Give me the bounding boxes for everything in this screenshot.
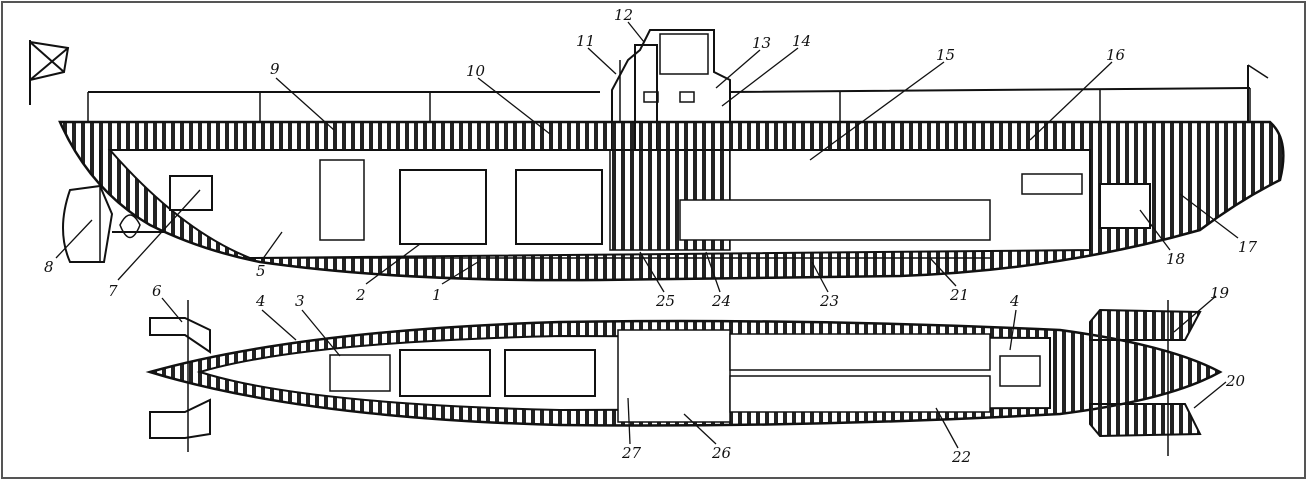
superstructure xyxy=(87,88,1251,122)
callout-4-stern: 4 xyxy=(255,292,266,310)
callout-19: 19 xyxy=(1210,284,1230,302)
callout-27: 27 xyxy=(621,444,642,462)
callout-16: 16 xyxy=(1106,46,1126,64)
side-view xyxy=(29,29,1285,282)
callout-12: 12 xyxy=(614,6,633,24)
plan-view xyxy=(145,300,1223,456)
bow-planes xyxy=(1089,308,1202,438)
callout-1: 1 xyxy=(432,286,442,304)
stern-planes xyxy=(149,317,211,439)
callout-9: 9 xyxy=(270,60,280,78)
leader-lines xyxy=(55,21,1239,449)
callout-2: 2 xyxy=(355,286,366,304)
callout-25: 25 xyxy=(655,292,675,310)
callout-17: 17 xyxy=(1238,238,1258,256)
callout-7: 7 xyxy=(108,282,118,300)
callout-6: 6 xyxy=(152,282,162,300)
callout-22: 22 xyxy=(951,448,971,466)
side-interior xyxy=(107,149,1151,260)
callout-15: 15 xyxy=(936,46,955,64)
callout-10: 10 xyxy=(466,62,486,80)
callout-4-bow: 4 xyxy=(1009,292,1020,310)
callout-3: 3 xyxy=(295,292,305,310)
callout-24: 24 xyxy=(711,292,731,310)
callout-13: 13 xyxy=(752,34,771,52)
callout-11: 11 xyxy=(576,32,595,50)
callout-18: 18 xyxy=(1166,250,1185,268)
deck-line xyxy=(88,87,1251,93)
callout-14: 14 xyxy=(792,32,811,50)
stern-flag xyxy=(29,40,70,105)
callout-5: 5 xyxy=(256,262,266,280)
callout-23: 23 xyxy=(819,292,839,310)
callout-20: 20 xyxy=(1225,372,1246,390)
plan-interior xyxy=(196,329,1051,423)
callout-26: 26 xyxy=(711,444,732,462)
callout-8: 8 xyxy=(44,258,54,276)
callouts: 1 2 3 4 4 5 6 7 8 9 10 11 12 13 14 15 16… xyxy=(44,6,1258,466)
callout-21: 21 xyxy=(949,286,969,304)
